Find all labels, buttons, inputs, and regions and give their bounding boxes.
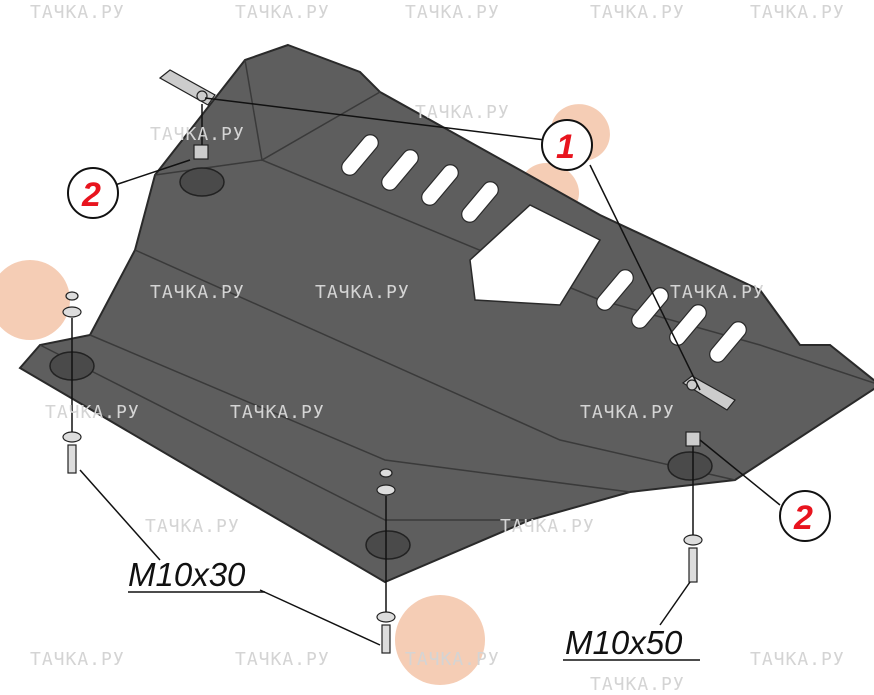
svg-text:ТАЧКА.РУ: ТАЧКА.РУ bbox=[235, 2, 330, 23]
svg-text:ТАЧКА.РУ: ТАЧКА.РУ bbox=[670, 282, 765, 303]
svg-text:ТАЧКА.РУ: ТАЧКА.РУ bbox=[150, 282, 245, 303]
callout-1: 1 bbox=[541, 119, 593, 171]
leader-lines bbox=[71, 97, 781, 661]
svg-text:ТАЧКА.РУ: ТАЧКА.РУ bbox=[30, 649, 125, 670]
svg-text:ТАЧКА.РУ: ТАЧКА.РУ bbox=[590, 674, 685, 695]
svg-text:ТАЧКА.РУ: ТАЧКА.РУ bbox=[230, 402, 325, 423]
svg-text:ТАЧКА.РУ: ТАЧКА.РУ bbox=[500, 516, 595, 537]
svg-text:ТАЧКА.РУ: ТАЧКА.РУ bbox=[750, 649, 845, 670]
mounting-pads bbox=[49, 167, 713, 560]
svg-text:ТАЧКА.РУ: ТАЧКА.РУ bbox=[750, 2, 845, 23]
callout-2-rear: 2 bbox=[779, 490, 831, 542]
svg-text:ТАЧКА.РУ: ТАЧКА.РУ bbox=[30, 2, 125, 23]
svg-text:ТАЧКА.РУ: ТАЧКА.РУ bbox=[590, 2, 685, 23]
svg-text:ТАЧКА.РУ: ТАЧКА.РУ bbox=[405, 2, 500, 23]
bolt-label-m10x30: M10x30 bbox=[128, 556, 246, 593]
svg-text:ТАЧКА.РУ: ТАЧКА.РУ bbox=[405, 649, 500, 670]
watermark-logo-fragment bbox=[395, 595, 485, 685]
plate-cutout bbox=[469, 204, 602, 306]
svg-text:2: 2 bbox=[81, 176, 101, 214]
svg-text:ТАЧКА.РУ: ТАЧКА.РУ bbox=[580, 402, 675, 423]
watermark-text: ТАЧКА.РУ ТАЧКА.РУ ТАЧКА.РУ ТАЧКА.РУ ТАЧК… bbox=[30, 2, 845, 695]
svg-text:ТАЧКА.РУ: ТАЧКА.РУ bbox=[45, 402, 140, 423]
brackets bbox=[158, 69, 736, 447]
svg-text:ТАЧКА.РУ: ТАЧКА.РУ bbox=[235, 649, 330, 670]
bolts-washers bbox=[62, 291, 703, 654]
bolt-label-m10x50: M10x50 bbox=[565, 624, 683, 661]
skid-plate bbox=[18, 43, 874, 584]
svg-text:ТАЧКА.РУ: ТАЧКА.РУ bbox=[145, 516, 240, 537]
svg-text:1: 1 bbox=[556, 128, 575, 166]
plate-slots bbox=[341, 134, 747, 363]
svg-text:ТАЧКА.РУ: ТАЧКА.РУ bbox=[315, 282, 410, 303]
svg-text:ТАЧКА.РУ: ТАЧКА.РУ bbox=[150, 124, 245, 145]
svg-text:2: 2 bbox=[793, 499, 813, 537]
watermark-logo-fragment bbox=[0, 260, 70, 340]
svg-text:ТАЧКА.РУ: ТАЧКА.РУ bbox=[415, 102, 510, 123]
callout-2-front: 2 bbox=[67, 167, 119, 219]
